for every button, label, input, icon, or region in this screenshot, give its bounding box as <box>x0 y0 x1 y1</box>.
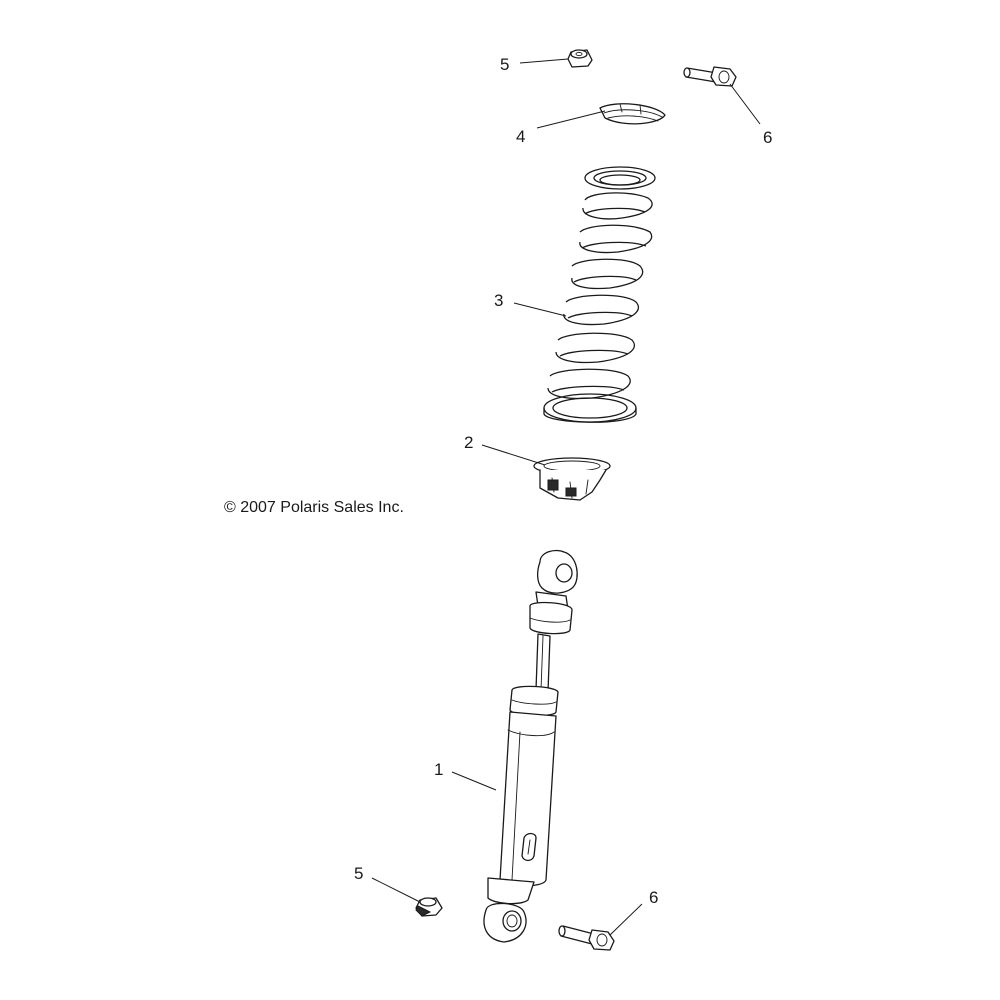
leader-4 <box>536 110 606 129</box>
part-coil-spring <box>543 166 656 423</box>
part-shock-absorber <box>483 549 578 943</box>
copyright-notice: © 2007 Polaris Sales Inc. <box>224 499 404 516</box>
callout-5-top: 5 <box>500 55 509 74</box>
callout-3: 3 <box>494 291 503 310</box>
leader-3 <box>513 302 567 317</box>
part-lower-spring-seat <box>533 457 611 501</box>
part-upper-retainer <box>599 103 666 125</box>
leader-2 <box>481 444 546 466</box>
callout-4: 4 <box>516 127 525 146</box>
callout-1: 1 <box>434 760 443 779</box>
part-nut-bottom <box>415 897 443 917</box>
callout-6-bottom: 6 <box>649 888 658 907</box>
leader-1 <box>451 771 497 791</box>
callout-6-top: 6 <box>763 128 772 147</box>
part-bolt-top <box>683 66 737 87</box>
leader-5-top <box>519 58 569 64</box>
callout-2: 2 <box>464 433 473 452</box>
leader-6-bottom <box>609 903 643 936</box>
callout-5-bottom: 5 <box>354 864 363 883</box>
part-bolt-bottom <box>558 925 615 951</box>
leader-5-bottom <box>371 877 421 903</box>
part-nut-top <box>567 49 593 68</box>
leader-6-top <box>729 83 761 125</box>
